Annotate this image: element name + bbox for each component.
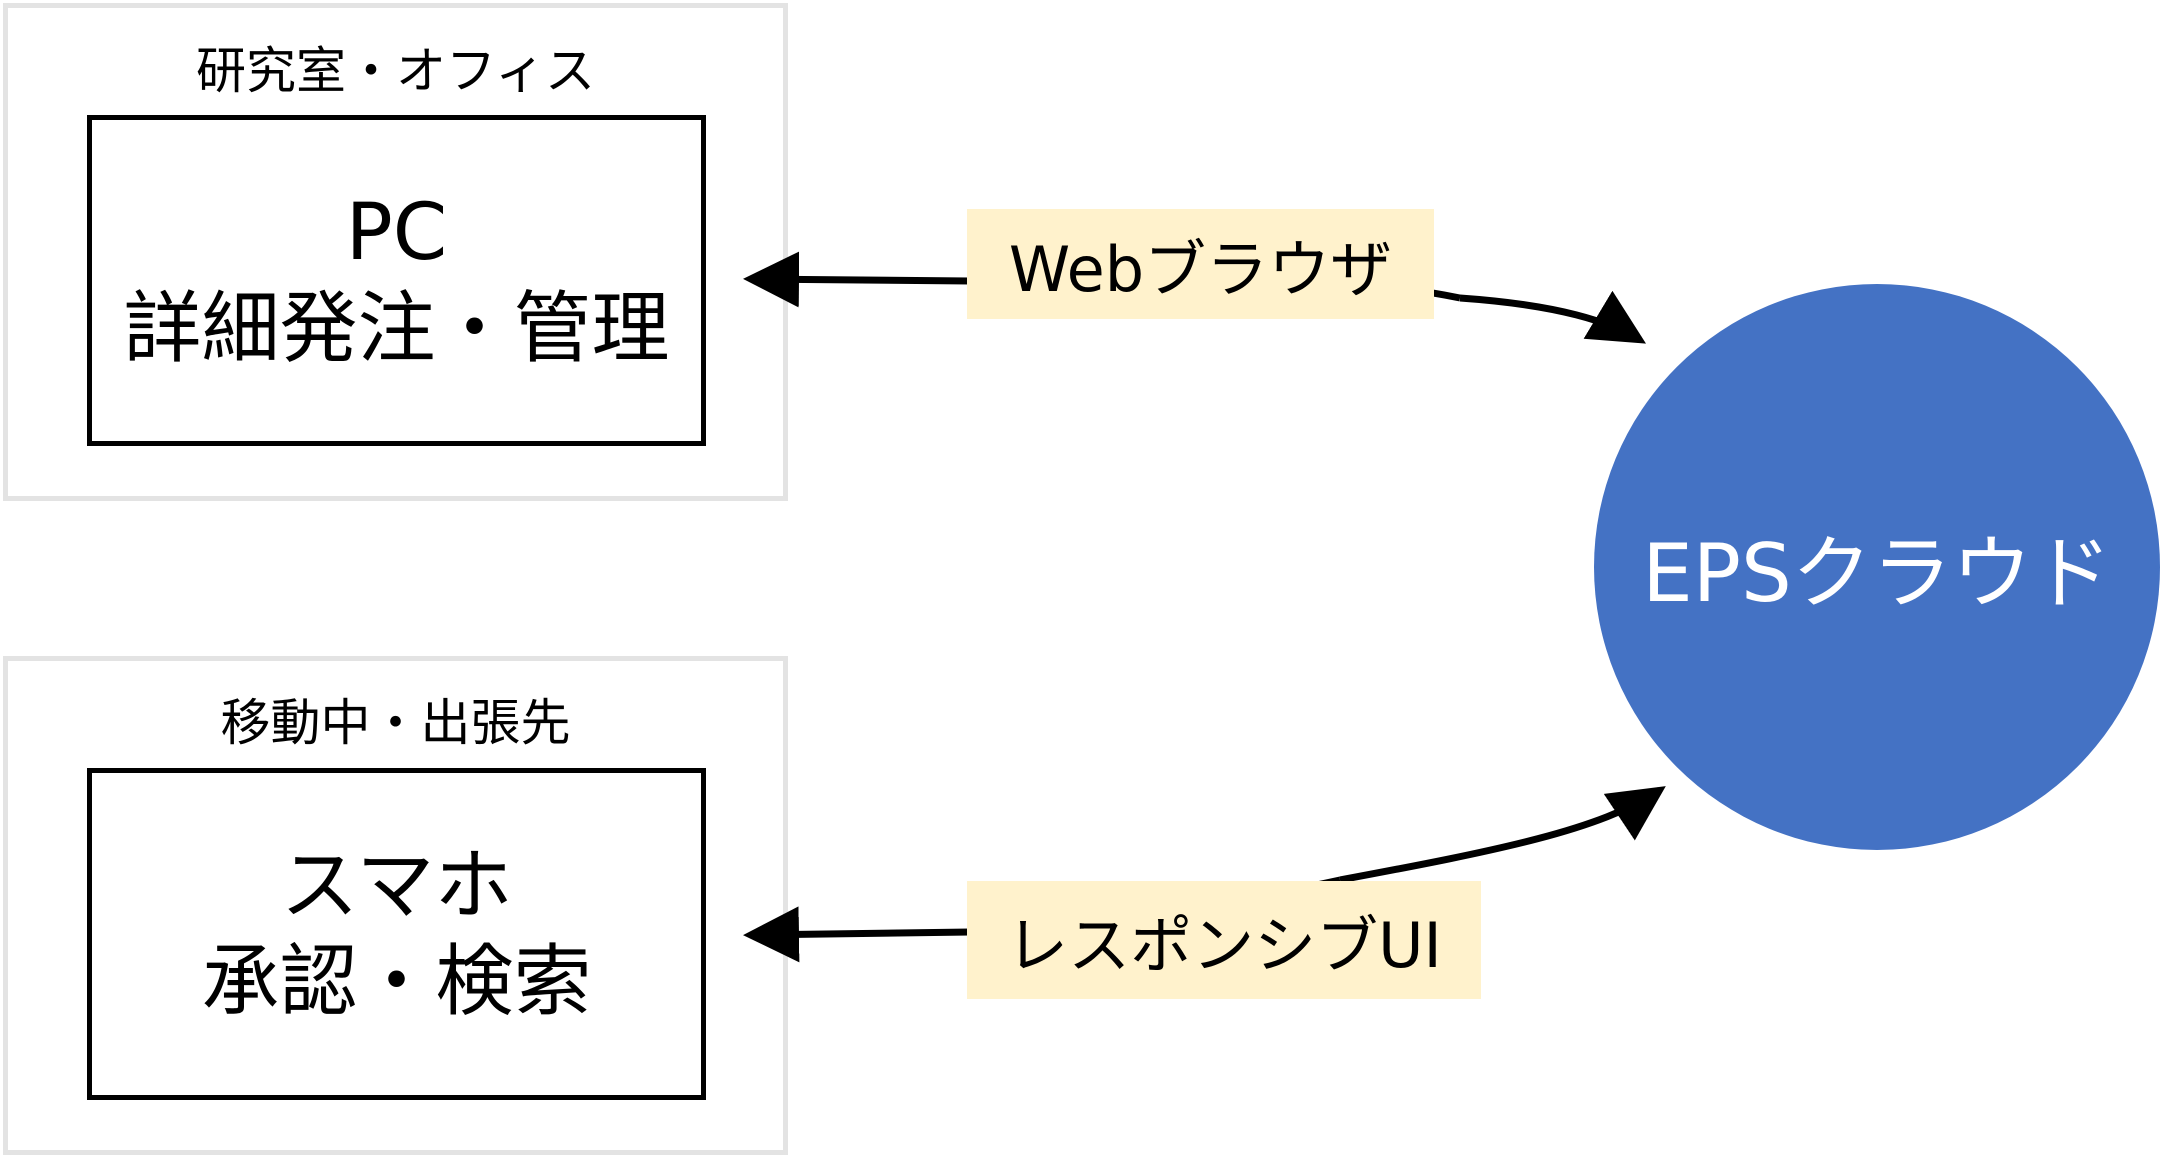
zone-mobile-title: 移動中・出張先 (220, 694, 571, 752)
connector-label-web-browser: Webブラウザ (967, 209, 1434, 319)
eps-cloud-node: EPSクラウド (1594, 284, 2160, 850)
device-pc-function: 詳細発注・管理 (123, 283, 670, 374)
connector-label-responsive-ui: レスポンシブUI (967, 881, 1481, 999)
device-smartphone-function: 承認・検索 (201, 937, 592, 1027)
device-smartphone-name: スマホ (280, 841, 513, 931)
arrowhead-responsive-to-cloud (1339, 786, 1666, 884)
arrowhead-web-to-cloud (1459, 290, 1647, 344)
device-pc-name: PC (345, 187, 448, 278)
device-pc-box: PC 詳細発注・管理 (87, 115, 706, 446)
device-smartphone-box: スマホ 承認・検索 (87, 768, 706, 1100)
zone-office-title: 研究室・オフィス (196, 42, 595, 100)
